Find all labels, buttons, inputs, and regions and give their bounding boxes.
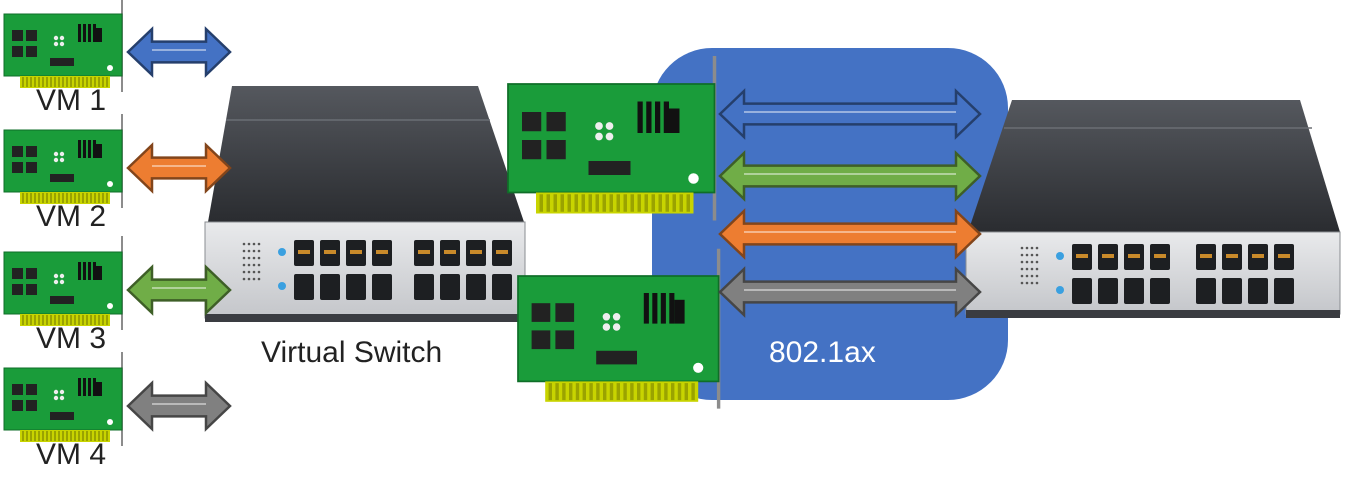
vm-4-link-arrow — [126, 380, 232, 432]
virtual-switch-port — [294, 274, 314, 300]
vm-1-label: VM 1 — [36, 84, 107, 117]
vm-2-label: VM 2 — [36, 200, 107, 233]
aggregated-link-arrow-3 — [718, 208, 982, 260]
physical-switch-top — [968, 100, 1340, 232]
virtual-switch-port — [492, 274, 512, 300]
vm-2-link-arrow — [126, 142, 232, 194]
virtual-switch-label: Virtual Switch — [261, 336, 443, 369]
virtual-switch-port — [346, 274, 366, 300]
physical-switch-port — [1248, 278, 1268, 304]
vm-2-nic — [3, 114, 123, 208]
physical-switch — [965, 100, 1341, 318]
virtual-switch-port — [372, 274, 392, 300]
host-nic-2 — [517, 248, 721, 409]
vm-4-nic — [3, 352, 123, 446]
physical-switch-port — [1150, 278, 1170, 304]
physical-switch-port — [1072, 278, 1092, 304]
virtual-switch-port — [440, 274, 460, 300]
host-nic-1 — [507, 56, 717, 221]
virtual-switch-port — [466, 274, 486, 300]
physical-switch-port — [1274, 278, 1294, 304]
aggregated-link-arrow-2 — [718, 150, 982, 202]
physical-switch-port — [1098, 278, 1118, 304]
physical-switch-port — [1124, 278, 1144, 304]
physical-switch-port — [1222, 278, 1242, 304]
virtual-switch-port — [414, 274, 434, 300]
vm-1-nic — [3, 0, 123, 92]
virtual-switch-top — [208, 86, 524, 222]
vm-3-link-arrow — [126, 264, 232, 316]
aggregated-link-arrow-1 — [718, 88, 982, 140]
virtual-switch-front — [204, 221, 526, 319]
vm-3-label: VM 3 — [36, 322, 107, 355]
virtual-switch-port — [320, 274, 340, 300]
aggregated-link-arrow-4 — [718, 266, 982, 318]
vm-4-label: VM 4 — [36, 438, 107, 471]
physical-switch-port — [1196, 278, 1216, 304]
virtual-switch — [204, 86, 526, 322]
link-aggregation-label: 802.1ax — [769, 336, 876, 369]
vm-1-link-arrow — [126, 26, 232, 78]
vm-3-nic — [3, 236, 123, 330]
